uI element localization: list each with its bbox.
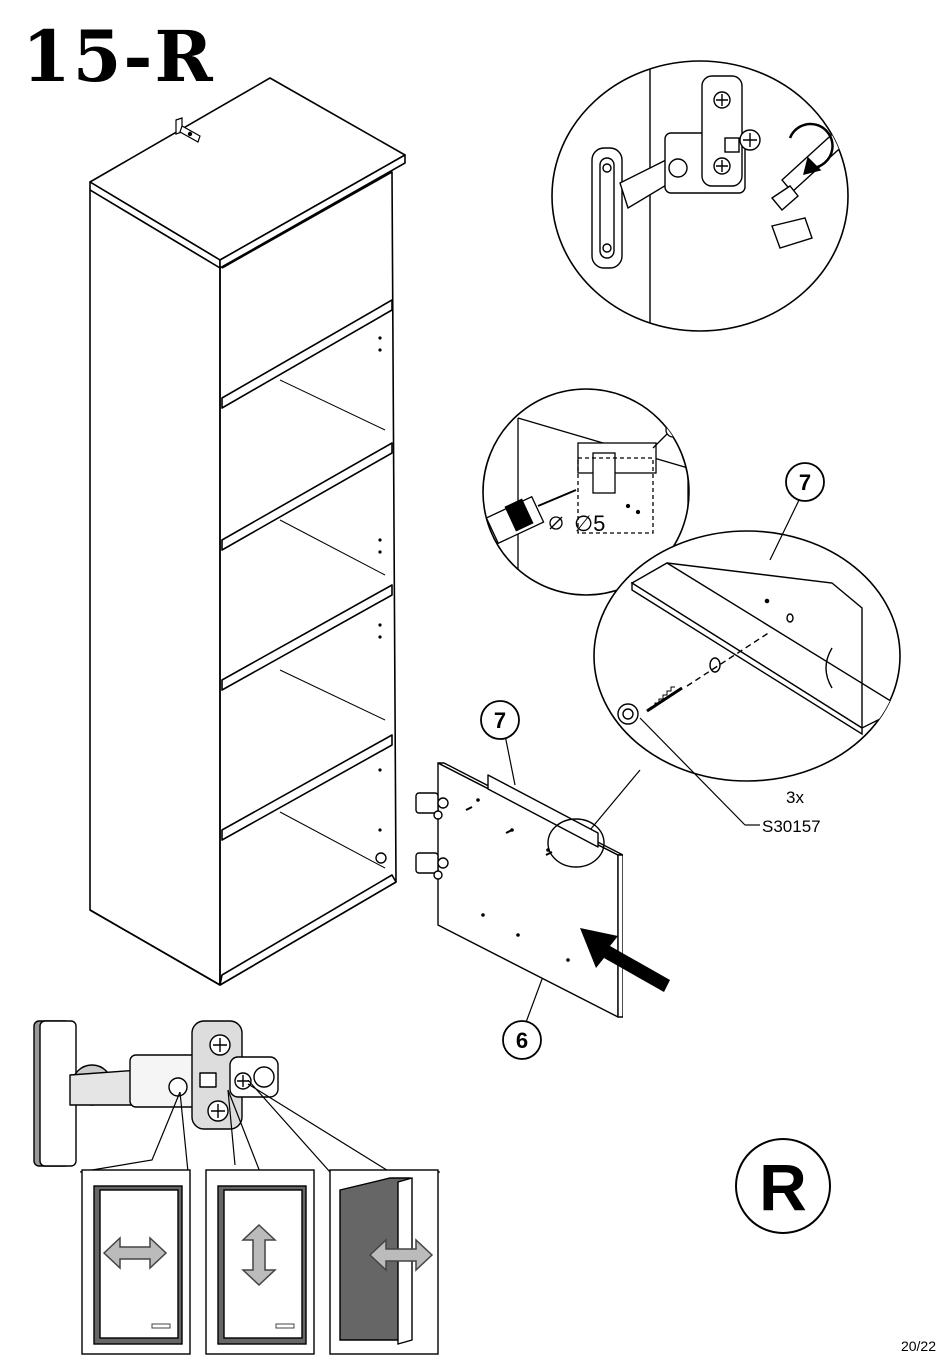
insert-arrow-icon <box>570 920 680 1000</box>
part-label-badge-7-panel: 7 <box>478 698 522 742</box>
svg-text:7: 7 <box>494 708 506 733</box>
svg-text:6: 6 <box>516 1028 528 1053</box>
part-label-badge-7-top: 7 <box>783 460 827 504</box>
page-number: 20/22 <box>901 1338 936 1354</box>
side-badge: R <box>733 1136 833 1236</box>
part-label-badge-6-door: 6 <box>500 1018 544 1062</box>
screw-code: S30157 <box>762 817 821 837</box>
svg-text:R: R <box>759 1150 807 1224</box>
screw-quantity: 3x <box>786 788 804 808</box>
arrow-horizontal-icon <box>100 1230 170 1276</box>
arrow-vertical-icon <box>236 1222 282 1288</box>
svg-text:7: 7 <box>799 470 811 495</box>
hinge-callout-lines <box>80 1080 440 1180</box>
arrow-depth-icon <box>366 1232 436 1278</box>
